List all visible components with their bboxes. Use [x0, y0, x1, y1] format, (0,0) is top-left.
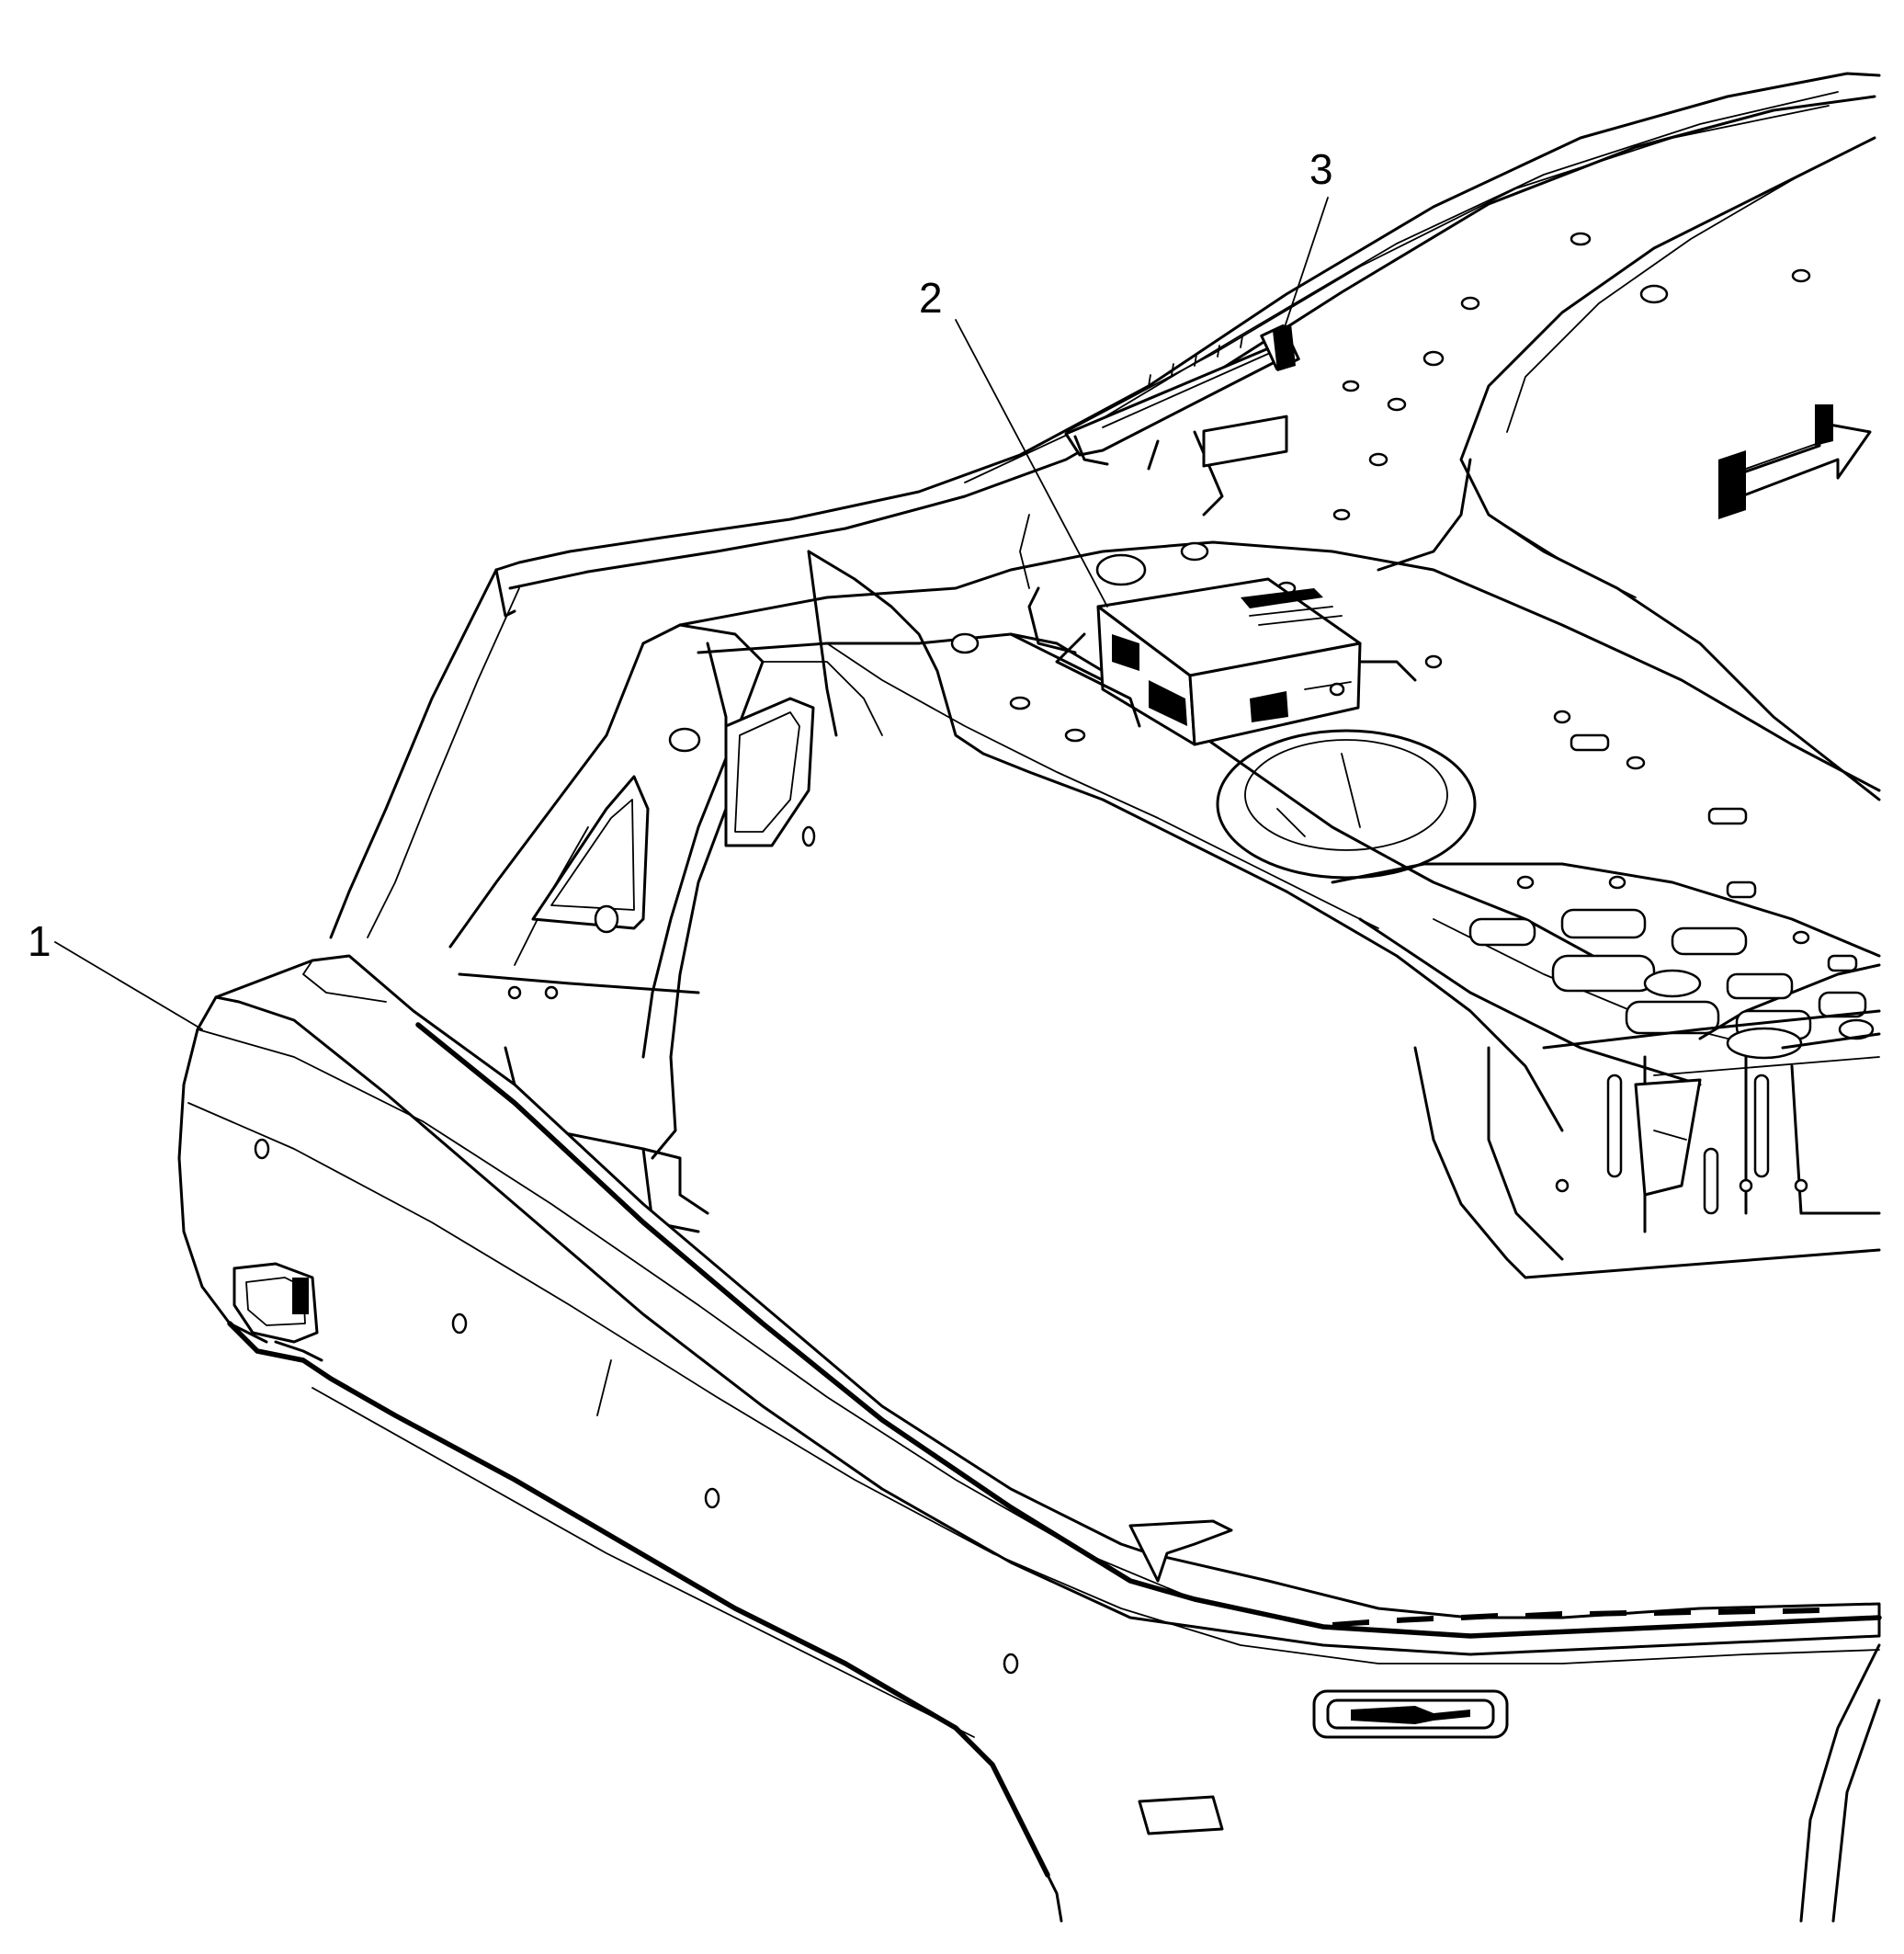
- leader-line-3: [1276, 197, 1329, 350]
- molding-clips: [1148, 335, 1243, 387]
- callout-leaders: [54, 197, 1329, 1030]
- control-module: [1019, 415, 1417, 746]
- callout-labels: 1 2 3: [28, 145, 1333, 965]
- callout-1: 1: [28, 917, 51, 965]
- callout-3: 3: [1309, 145, 1333, 193]
- fascia-edge-details: [1332, 1608, 1819, 1627]
- vehicle-front-arrow-icon: [1718, 404, 1872, 519]
- rear-bumper-fascia: [177, 954, 1882, 1923]
- rear-window-antenna-module: [1064, 324, 1300, 517]
- upper-body-structure: [329, 72, 1881, 939]
- leader-line-1: [54, 941, 203, 1030]
- left-quarter-inner-panel: [448, 550, 1881, 1279]
- leader-line-2: [955, 319, 1108, 608]
- callout-2: 2: [919, 274, 943, 322]
